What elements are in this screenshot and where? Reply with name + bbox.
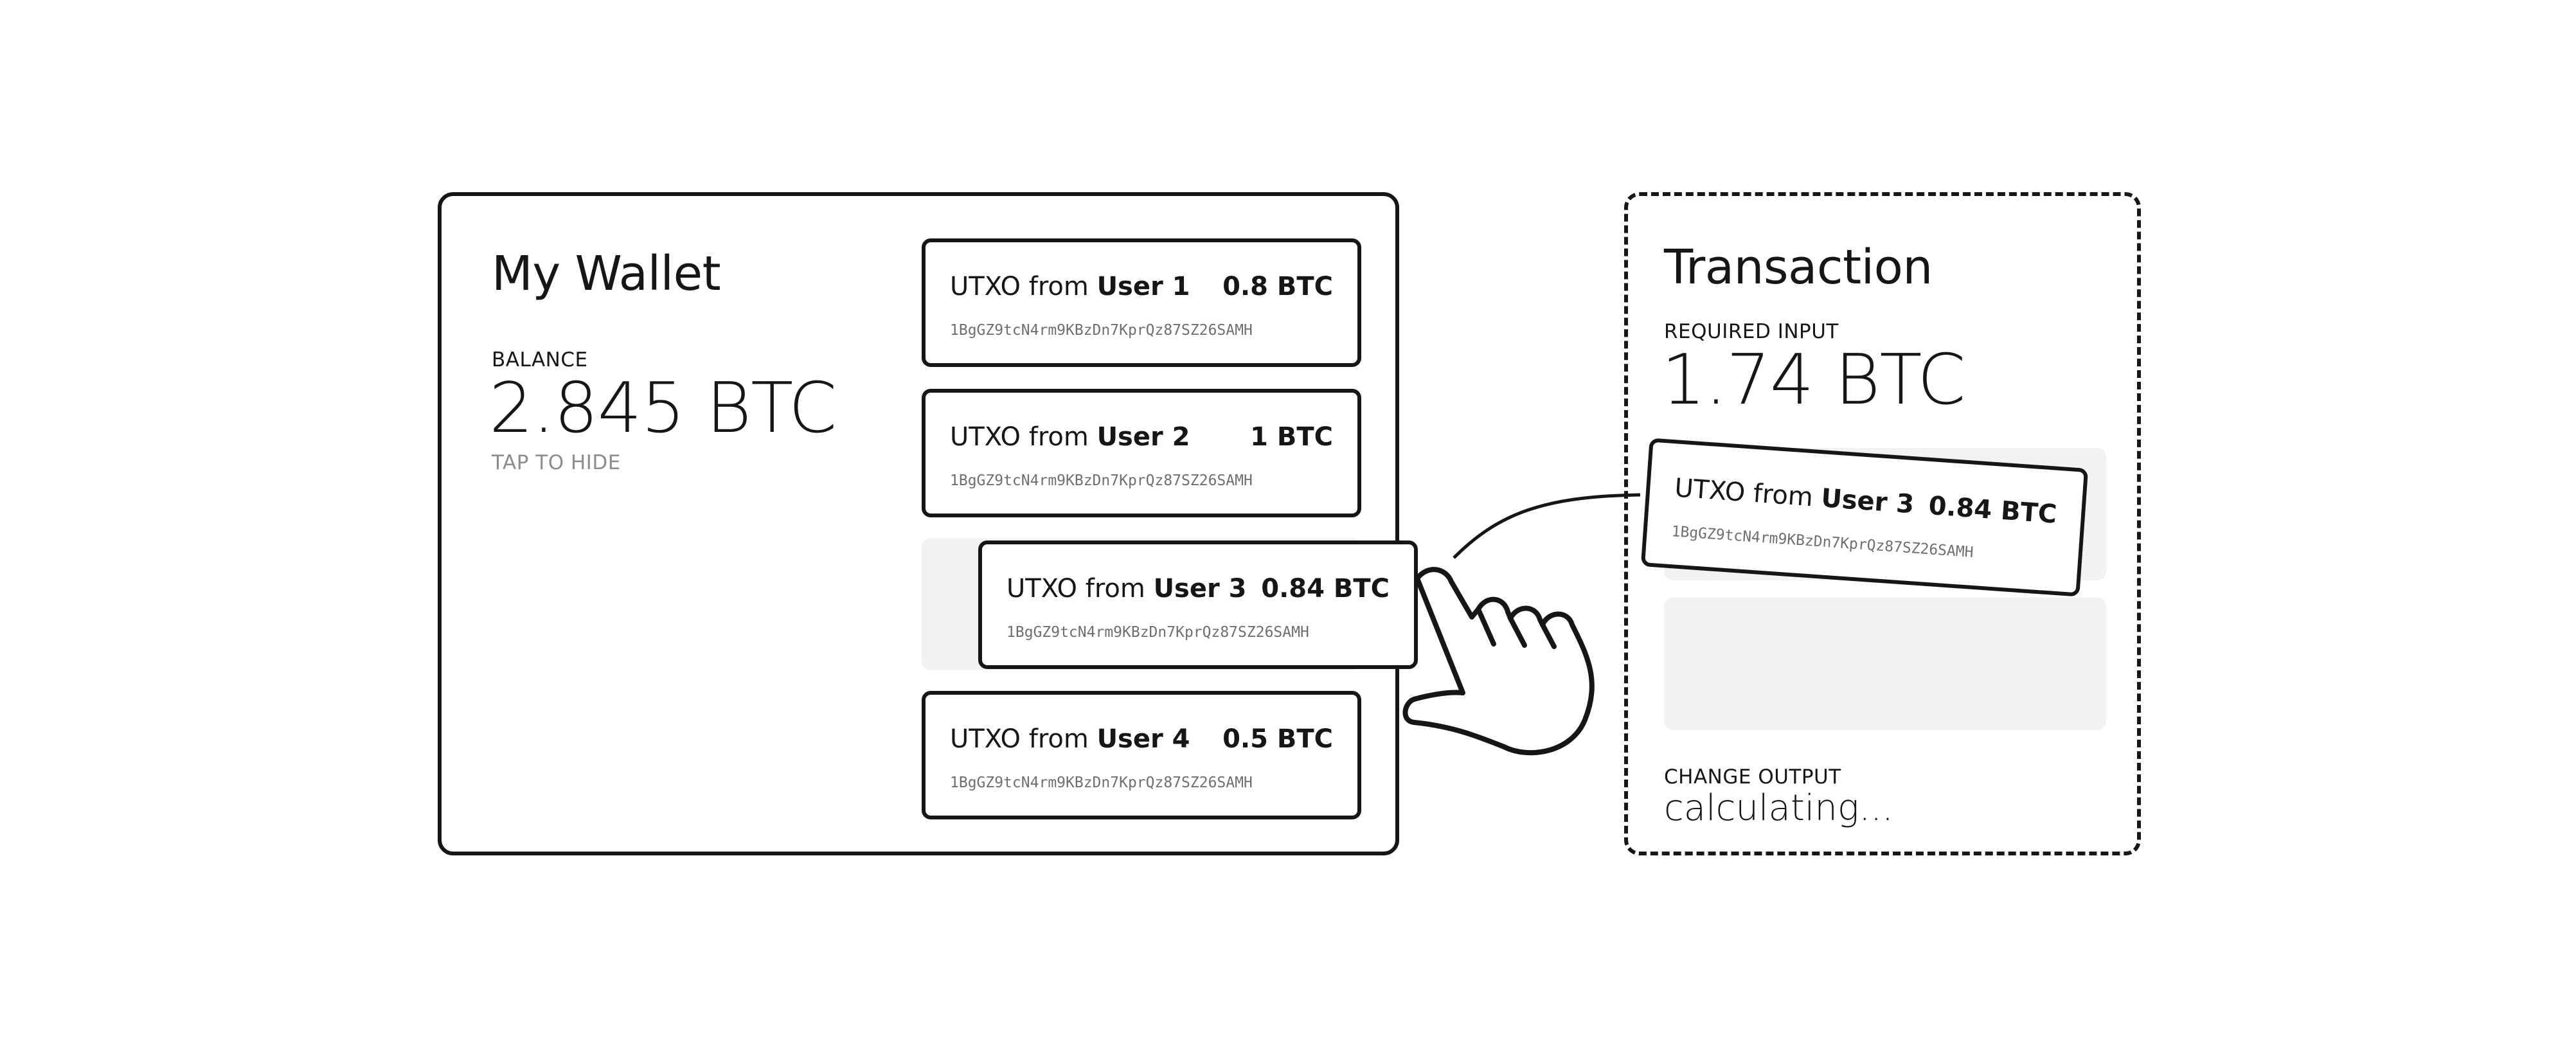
- tap-to-hide-button[interactable]: TAP TO HIDE: [492, 451, 621, 474]
- change-output-value: calculating...: [1664, 787, 1893, 829]
- wallet-title: My Wallet: [492, 246, 721, 301]
- utxo-address: 1BgGZ9tcN4rm9KBzDn7KprQz87SZ26SAMH: [950, 774, 1253, 791]
- utxo-label: UTXO from User 3: [1006, 574, 1247, 603]
- utxo-label: UTXO from User 1: [950, 272, 1190, 301]
- utxo-amount: 1 BTC: [1250, 422, 1333, 452]
- required-input-value: 1.74 BTC: [1661, 340, 1966, 420]
- utxo-label: UTXO from User 2: [950, 422, 1190, 452]
- utxo-label: UTXO from User 3: [1673, 473, 1915, 520]
- input-drop-slot[interactable]: [1664, 598, 2106, 730]
- utxo-label: UTXO from User 4: [950, 724, 1190, 754]
- utxo-amount: 0.5 BTC: [1222, 724, 1333, 754]
- utxo-amount: 0.84 BTC: [1928, 490, 2058, 530]
- wallet-panel: My Wallet BALANCE 2.845 BTC TAP TO HIDE …: [438, 192, 1418, 855]
- pointing-hand-icon: [1402, 567, 1595, 756]
- utxo-amount: 0.84 BTC: [1261, 574, 1390, 603]
- utxo-address: 1BgGZ9tcN4rm9KBzDn7KprQz87SZ26SAMH: [950, 472, 1253, 489]
- drag-path-line: [1453, 493, 1641, 559]
- utxo-address: 1BgGZ9tcN4rm9KBzDn7KprQz87SZ26SAMH: [1670, 523, 1974, 561]
- required-input-label: REQUIRED INPUT: [1664, 320, 1839, 343]
- utxo-card[interactable]: UTXO from User 2 1 BTC 1BgGZ9tcN4rm9KBzD…: [922, 389, 1361, 517]
- change-output-label: CHANGE OUTPUT: [1664, 765, 1841, 789]
- utxo-card[interactable]: UTXO from User 4 0.5 BTC 1BgGZ9tcN4rm9KB…: [922, 691, 1361, 819]
- utxo-address: 1BgGZ9tcN4rm9KBzDn7KprQz87SZ26SAMH: [950, 322, 1253, 339]
- utxo-amount: 0.8 BTC: [1222, 272, 1333, 301]
- balance-label: BALANCE: [492, 348, 588, 371]
- utxo-card-dragged[interactable]: UTXO from User 3 0.84 BTC 1BgGZ9tcN4rm9K…: [978, 540, 1418, 669]
- balance-value: 2.845 BTC: [489, 368, 837, 449]
- transaction-title: Transaction: [1664, 240, 1933, 295]
- utxo-address: 1BgGZ9tcN4rm9KBzDn7KprQz87SZ26SAMH: [1006, 624, 1309, 641]
- utxo-card[interactable]: UTXO from User 1 0.8 BTC 1BgGZ9tcN4rm9KB…: [922, 238, 1361, 367]
